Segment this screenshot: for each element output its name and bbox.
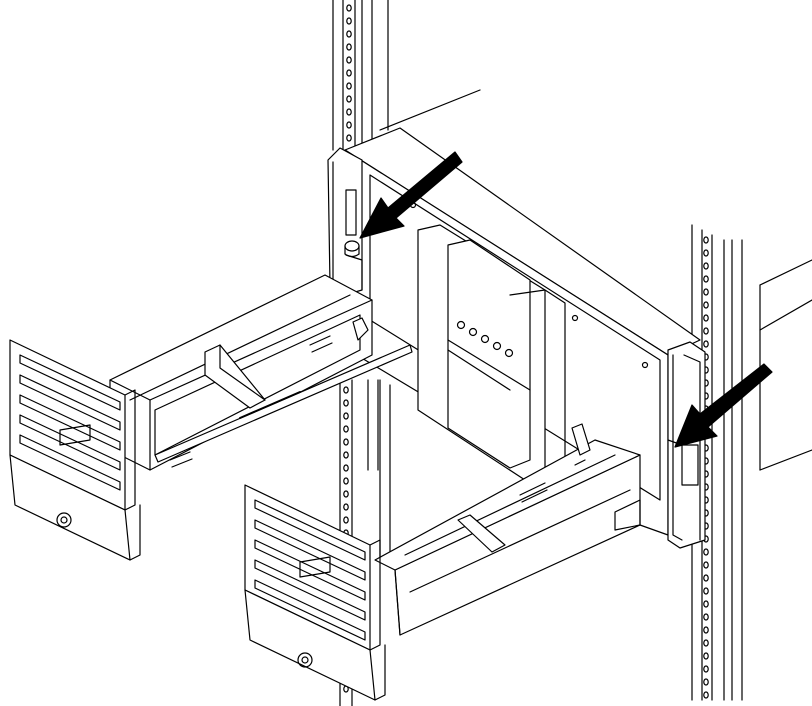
rail-hole	[346, 43, 352, 51]
rail-hole	[703, 275, 709, 283]
rail-hole	[703, 587, 709, 595]
rail-hole	[346, 56, 352, 64]
left-latch-arrow-icon	[359, 151, 463, 239]
latch-pin	[344, 240, 360, 258]
rail-hole	[346, 69, 352, 77]
rail-hole	[703, 613, 709, 621]
rail-hole	[343, 490, 349, 498]
lower-drawer-lock	[297, 652, 313, 668]
center-module	[417, 224, 566, 481]
rail-hole	[703, 314, 709, 322]
rail-hole	[346, 134, 352, 142]
left-mounting-bracket	[327, 147, 363, 296]
rail-hole	[343, 503, 349, 511]
left-rail-holes	[346, 4, 352, 142]
rail-hole	[343, 464, 349, 472]
rail-hole	[346, 30, 352, 38]
rail-hole	[703, 652, 709, 660]
rail-hole	[343, 386, 349, 394]
rail-hole	[703, 665, 709, 673]
rail-hole	[343, 451, 349, 459]
rail-hole	[346, 82, 352, 90]
rail-hole	[343, 477, 349, 485]
right-mounting-bracket	[667, 341, 706, 549]
rail-hole	[703, 561, 709, 569]
rail-hole	[703, 327, 709, 335]
rail-hole	[703, 262, 709, 270]
rail-hole	[346, 4, 352, 12]
rail-hole	[703, 548, 709, 556]
rail-hole	[703, 236, 709, 244]
rail-hole	[703, 301, 709, 309]
rail-hole	[343, 412, 349, 420]
rail-hole	[703, 626, 709, 634]
rail-hole	[703, 691, 709, 699]
rail-hole	[703, 574, 709, 582]
rail-hole	[703, 600, 709, 608]
rail-hole	[343, 516, 349, 524]
left-rack-rail	[332, 0, 389, 706]
indicator-leds	[456, 320, 514, 358]
rail-hole	[346, 121, 352, 129]
rail-hole	[343, 425, 349, 433]
rail-hole	[703, 639, 709, 647]
lower-drawer	[244, 423, 641, 701]
rail-hole	[343, 399, 349, 407]
rail-hole	[703, 340, 709, 348]
right-latch-arrow-icon	[674, 363, 773, 448]
rail-hole	[703, 288, 709, 296]
rail-hole	[346, 95, 352, 103]
rail-hole	[703, 249, 709, 257]
rail-hole	[346, 108, 352, 116]
upper-drawer-lock	[56, 512, 72, 528]
upper-drawer	[9, 274, 413, 561]
rail-hole	[343, 438, 349, 446]
rail-hole	[346, 17, 352, 25]
rail-hole	[703, 678, 709, 686]
